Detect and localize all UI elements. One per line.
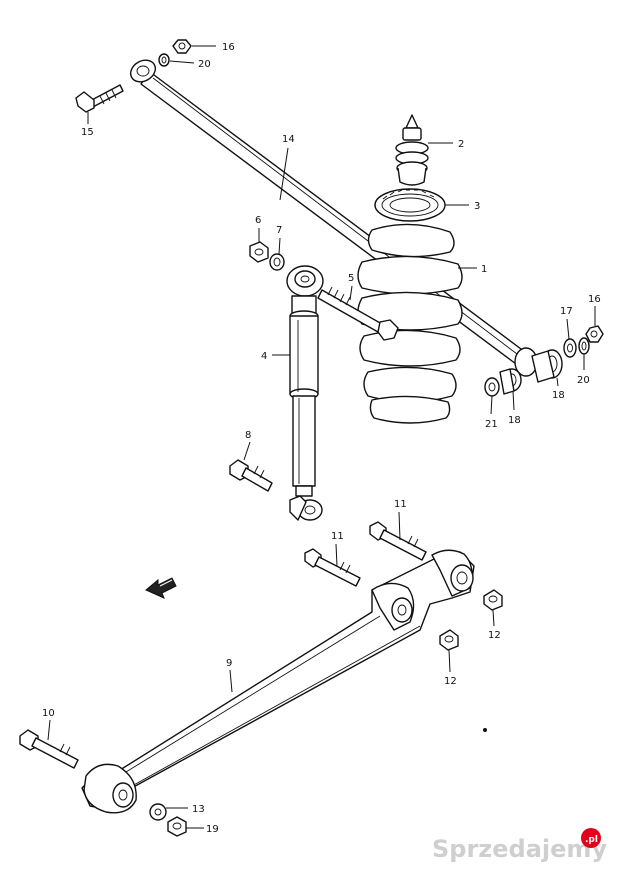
front-direction-arrow-icon (145, 577, 177, 599)
bolt-part-11-upper (369, 521, 427, 561)
callout-3: 3 (474, 201, 480, 212)
washer-part-17 (563, 338, 577, 358)
callout-labels: 16 20 15 14 2 3 6 7 1 5 4 17 16 20 18 21… (42, 42, 601, 835)
coil-spring-part-1 (357, 223, 463, 424)
spring-seat-part-3 (374, 188, 446, 222)
nut-part-16-top (172, 39, 192, 54)
nut-part-16-right (585, 325, 604, 343)
watermark-suffix: .pl (585, 835, 598, 845)
stray-dot (483, 728, 487, 732)
callout-13: 13 (192, 804, 205, 815)
callout-12-right: 12 (488, 630, 501, 641)
shock-absorber-part-4 (286, 265, 324, 521)
washer-part-20-right (578, 337, 590, 355)
trailing-arm-part-9 (81, 549, 475, 814)
callout-19: 19 (206, 824, 219, 835)
callout-1: 1 (481, 264, 487, 275)
bump-stop-part-2 (395, 114, 429, 186)
callout-6: 6 (255, 215, 261, 226)
callout-16-top: 16 (222, 42, 235, 53)
bolt-part-5 (317, 286, 399, 341)
bolt-part-10 (19, 729, 79, 769)
lateral-rod-part-14 (129, 59, 538, 377)
callout-9: 9 (226, 658, 232, 669)
callout-5: 5 (348, 273, 354, 284)
callout-20-right: 20 (577, 375, 590, 386)
callout-11-lower: 11 (331, 531, 344, 542)
washer-part-20-top (158, 53, 170, 67)
watermark-text: Sprzedajemy (432, 835, 607, 863)
nut-part-6 (249, 241, 269, 263)
bolt-part-8 (229, 459, 273, 492)
nut-part-12-left (439, 629, 459, 651)
callout-2: 2 (458, 139, 464, 150)
callout-16-right: 16 (588, 294, 601, 305)
nut-part-12-right (483, 589, 503, 611)
callout-18-right: 18 (552, 390, 565, 401)
callout-7: 7 (276, 225, 282, 236)
callout-14: 14 (282, 134, 295, 145)
washer-part-13 (149, 803, 167, 821)
bolt-part-15 (75, 84, 124, 113)
bolt-part-11-lower (304, 548, 361, 587)
washer-part-21 (484, 377, 500, 397)
callout-15: 15 (81, 127, 94, 138)
callout-10: 10 (42, 708, 55, 719)
washer-part-7 (269, 253, 285, 271)
bushing-part-18-small (499, 368, 522, 395)
callout-17: 17 (560, 306, 573, 317)
nut-part-19 (167, 816, 187, 837)
leader-lines (47, 45, 596, 829)
callout-21: 21 (485, 419, 498, 430)
callout-12-left: 12 (444, 676, 457, 687)
watermark: Sprzedajemy .pl (432, 828, 607, 863)
watermark-badge-icon (581, 828, 601, 848)
bushing-part-18-large (531, 349, 563, 383)
callout-4: 4 (261, 351, 267, 362)
callout-20-top: 20 (198, 59, 211, 70)
callout-8: 8 (245, 430, 251, 441)
callout-11-upper: 11 (394, 499, 407, 510)
callout-18-left: 18 (508, 415, 521, 426)
